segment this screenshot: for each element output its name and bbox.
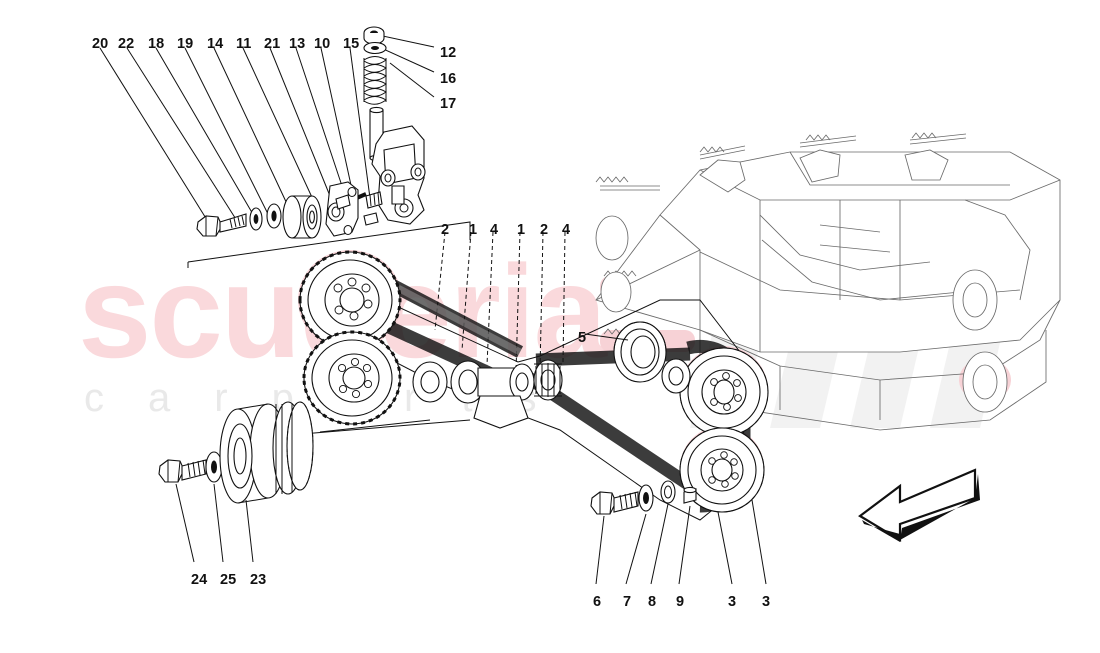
auxiliary-gears <box>595 215 1008 413</box>
callout-19[interactable]: 19 <box>177 36 194 52</box>
camshaft-sprocket-right-upper <box>679 347 769 437</box>
callout-22[interactable]: 22 <box>118 36 135 52</box>
engine-head-outline <box>595 133 1061 431</box>
callout-10[interactable]: 10 <box>314 36 331 52</box>
callout-12[interactable]: 12 <box>440 45 457 61</box>
callout-17[interactable]: 17 <box>440 96 457 112</box>
callout-23[interactable]: 23 <box>250 572 267 588</box>
spring-coils <box>363 56 387 105</box>
callout-11[interactable]: 11 <box>236 36 252 52</box>
callout-16[interactable]: 16 <box>440 71 457 87</box>
callout-13[interactable]: 13 <box>289 36 306 52</box>
callout-25[interactable]: 25 <box>220 572 237 588</box>
idler-bearing-5 <box>584 321 667 383</box>
callout-15[interactable]: 15 <box>343 36 360 52</box>
callout-21[interactable]: 21 <box>264 36 281 52</box>
callout-14[interactable]: 14 <box>207 36 224 52</box>
idler-pulley-assembly <box>196 181 383 239</box>
callout-9[interactable]: 9 <box>676 594 685 610</box>
crankshaft-pulley-assembly <box>158 401 431 563</box>
callout-3b[interactable]: 3 <box>762 594 771 610</box>
tensioner-bracket <box>351 125 426 225</box>
callout-18[interactable]: 18 <box>148 36 165 52</box>
bolt-and-washer-set <box>590 480 767 585</box>
callout-belt-2a[interactable]: 2 <box>441 222 450 238</box>
camshaft-sprocket-left-lower <box>302 330 402 426</box>
leader-lines-spring <box>377 34 435 98</box>
leader-lines-top <box>99 47 371 229</box>
camshaft-sprocket-left-upper <box>298 250 402 350</box>
callout-24[interactable]: 24 <box>191 572 208 588</box>
callout-belt-4a[interactable]: 4 <box>490 222 499 238</box>
callout-3a[interactable]: 3 <box>728 594 737 610</box>
callout-belt-1a[interactable]: 1 <box>469 222 478 238</box>
callout-8[interactable]: 8 <box>648 594 657 610</box>
callout-belt-2b[interactable]: 2 <box>540 222 549 238</box>
callout-6[interactable]: 6 <box>593 594 602 610</box>
callout-5[interactable]: 5 <box>578 330 587 346</box>
center-idler-pulleys <box>412 359 563 429</box>
callout-20[interactable]: 20 <box>92 36 109 52</box>
leader-lines-belt <box>434 231 566 373</box>
callout-belt-1b[interactable]: 1 <box>517 222 526 238</box>
callout-7[interactable]: 7 <box>623 594 632 610</box>
direction-arrow <box>858 468 980 542</box>
right-idler <box>661 358 691 394</box>
camshaft-sprocket-right-lower <box>679 427 765 513</box>
callout-belt-4b[interactable]: 4 <box>562 222 571 238</box>
